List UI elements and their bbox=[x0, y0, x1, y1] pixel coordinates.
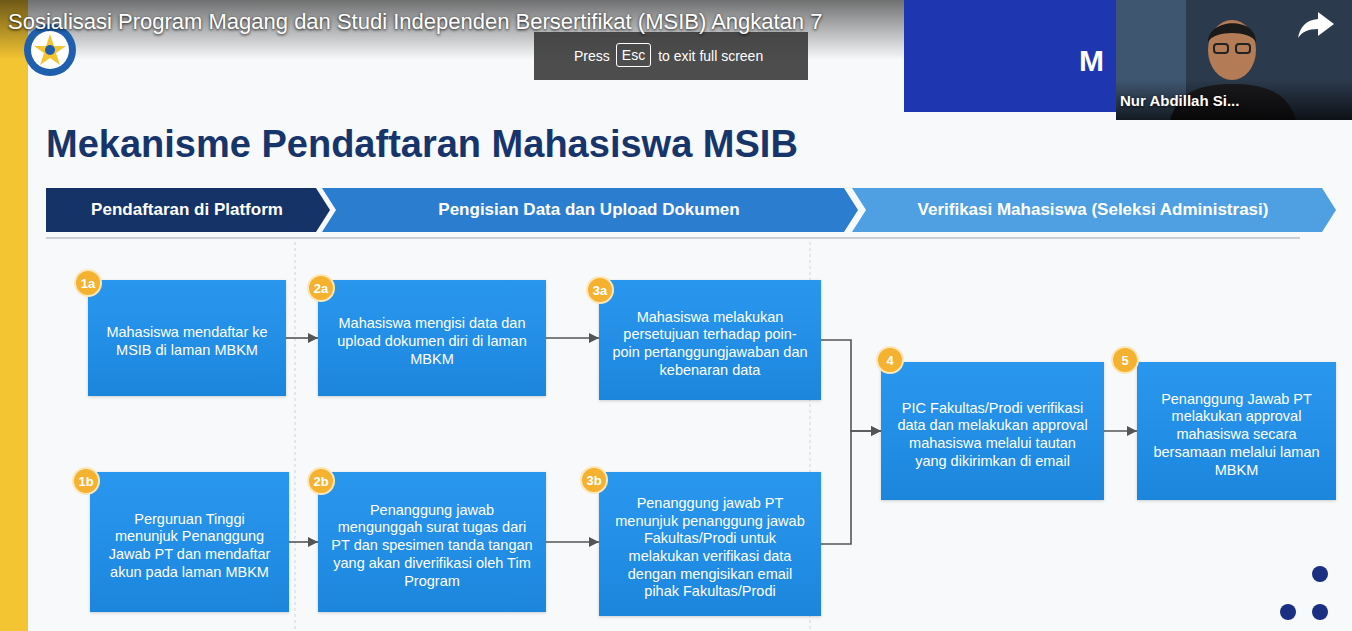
hint-text: Press bbox=[574, 48, 610, 64]
deco-dot bbox=[1280, 604, 1296, 620]
process-box: Mahasiswa mendaftar ke MSIB di laman MBK… bbox=[88, 280, 286, 396]
person-head bbox=[1208, 20, 1256, 80]
step-badge: 4 bbox=[876, 346, 904, 374]
deco-dot bbox=[1312, 566, 1328, 582]
band-rule bbox=[46, 237, 1300, 239]
logo-letter: M bbox=[1079, 44, 1104, 78]
video-title: Sosialisasi Program Magang dan Studi Ind… bbox=[8, 9, 822, 35]
callout-number: 3a bbox=[593, 283, 607, 298]
step-text: Penanggung Jawab PT melakukan approval m… bbox=[1149, 391, 1324, 479]
webcam-ground bbox=[1116, 0, 1352, 120]
person-hair bbox=[1208, 23, 1256, 42]
step-text: Mahasiswa melakukan persetujuan terhadap… bbox=[611, 309, 809, 380]
step-text: Penanggung jawab mengunggah surat tugas … bbox=[330, 502, 534, 590]
fullscreen-hint bbox=[534, 32, 808, 80]
side-strip bbox=[0, 0, 28, 631]
share-icon bbox=[1298, 12, 1334, 38]
callout-number: 3b bbox=[586, 473, 601, 488]
process-box: Perguruan Tinggi menunjuk Penanggung Jaw… bbox=[90, 472, 289, 612]
flow-arrow bbox=[289, 541, 318, 543]
step-text: PIC Fakultas/Prodi verifikasi data dan m… bbox=[893, 400, 1092, 471]
process-box: Penanggung jawab PT menunjuk penanggung … bbox=[599, 472, 821, 616]
chevron-fill bbox=[322, 188, 858, 232]
callout-number: 2b bbox=[313, 474, 328, 489]
banner-panel bbox=[904, 0, 1116, 112]
glasses-right bbox=[1236, 44, 1250, 53]
chevron-fill bbox=[46, 188, 330, 232]
step-badge: 2a bbox=[307, 274, 335, 302]
hint-text: to exit full screen bbox=[658, 48, 763, 64]
slide-title: Mekanisme Pendaftaran Mahasiswa MSIB bbox=[46, 123, 798, 166]
flow-arrow bbox=[1104, 430, 1137, 432]
step-badge: 1a bbox=[74, 269, 102, 297]
logo-ring bbox=[31, 31, 69, 69]
speaker-name: Nur Abdillah Si... bbox=[1120, 92, 1239, 109]
step-badge: 2b bbox=[307, 467, 335, 495]
process-box: PIC Fakultas/Prodi verifikasi data dan m… bbox=[881, 362, 1104, 500]
flow-arrow bbox=[286, 337, 318, 339]
chevron-fill bbox=[852, 188, 1336, 232]
column-divider bbox=[295, 242, 296, 631]
logo-center bbox=[45, 45, 55, 55]
step-badge: 3b bbox=[580, 466, 608, 494]
callout-number: 5 bbox=[1121, 353, 1128, 368]
phase-label: Pendaftaran di Platform bbox=[91, 200, 283, 220]
callout-number: 2a bbox=[314, 281, 328, 296]
phase-band: Pendaftaran di Platform bbox=[46, 188, 330, 232]
process-box: Mahasiswa melakukan persetujuan terhadap… bbox=[599, 280, 821, 400]
flow-arrow bbox=[821, 340, 881, 431]
glasses-left bbox=[1214, 44, 1228, 53]
flow-arrow bbox=[546, 337, 599, 339]
step-badge: 3a bbox=[586, 276, 614, 304]
step-text: Mahasiswa mengisi data dan upload dokume… bbox=[330, 315, 534, 368]
key-cap: Esc bbox=[616, 43, 651, 67]
name-shade bbox=[1116, 80, 1352, 120]
logo-star bbox=[34, 34, 66, 65]
process-box: Mahasiswa mengisi data dan upload dokume… bbox=[318, 280, 546, 396]
step-badge: 5 bbox=[1111, 346, 1139, 374]
webcam-view bbox=[1116, 0, 1352, 120]
step-text: Penanggung jawab PT menunjuk penanggung … bbox=[611, 495, 809, 601]
callout-number: 4 bbox=[886, 353, 893, 368]
phase-label: Verifikasi Mahasiswa (Seleksi Administra… bbox=[918, 200, 1269, 220]
process-box: Penanggung jawab mengunggah surat tugas … bbox=[318, 472, 546, 612]
callout-number: 1a bbox=[81, 276, 95, 291]
phase-band: Verifikasi Mahasiswa (Seleksi Administra… bbox=[852, 188, 1336, 232]
deco-dot bbox=[1312, 604, 1328, 620]
flow-arrow bbox=[821, 431, 881, 544]
step-badge: 1b bbox=[72, 467, 100, 495]
phase-band: Pengisian Data dan Upload Dokumen bbox=[322, 188, 858, 232]
step-text: Perguruan Tinggi menunjuk Penanggung Jaw… bbox=[102, 511, 277, 582]
process-box: Penanggung Jawab PT melakukan approval m… bbox=[1137, 362, 1336, 500]
callout-number: 1b bbox=[78, 474, 93, 489]
flow-arrow bbox=[546, 541, 599, 543]
phase-label: Pengisian Data dan Upload Dokumen bbox=[438, 200, 739, 220]
step-text: Mahasiswa mendaftar ke MSIB di laman MBK… bbox=[100, 324, 274, 359]
